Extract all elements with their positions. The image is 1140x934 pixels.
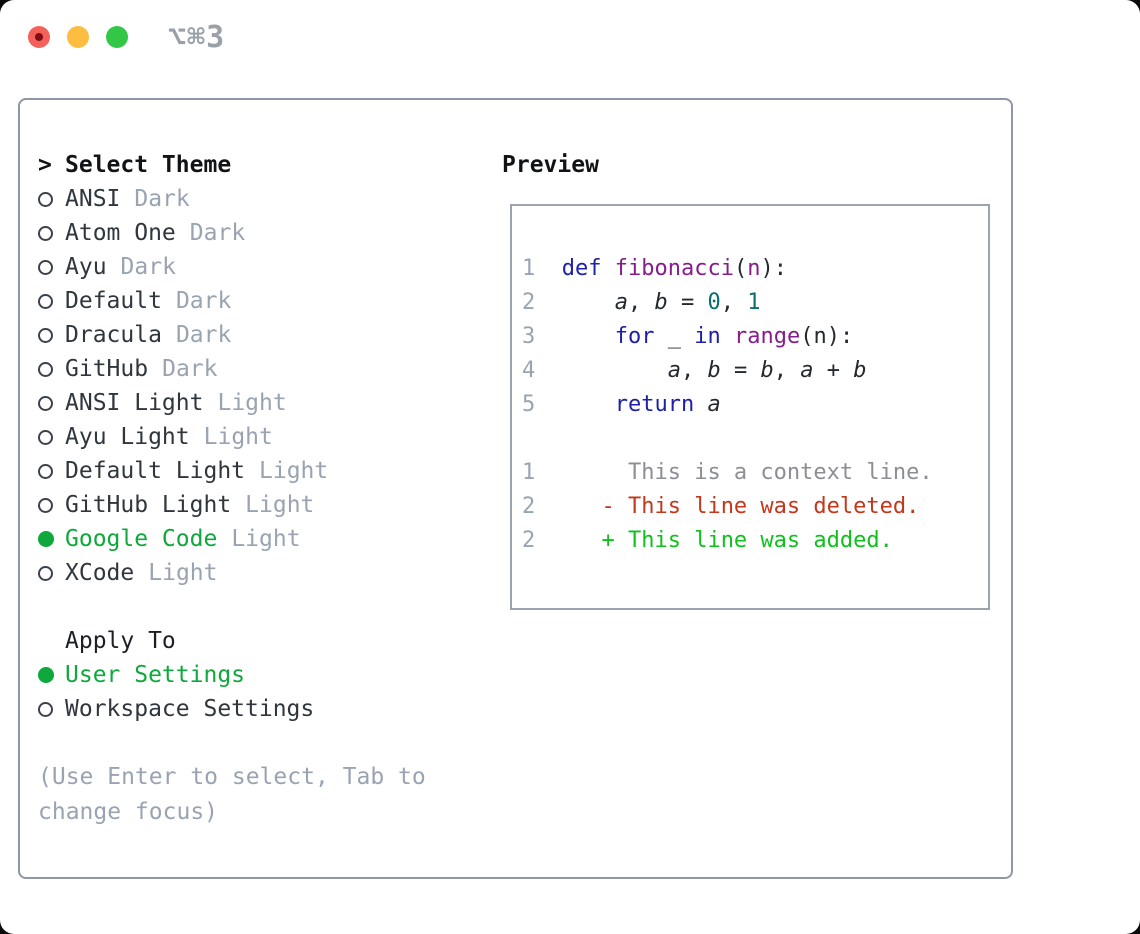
preview-code-line: 3 for _ in range(n): <box>522 324 854 349</box>
theme-option-dracula[interactable]: Dracula Dark <box>38 318 478 352</box>
diff-text: This is a context line. <box>601 460 933 485</box>
option-variant-label: Light <box>217 390 287 416</box>
theme-option-xcode[interactable]: XCode Light <box>38 556 478 590</box>
theme-option-ayu-light[interactable]: Ayu Light Light <box>38 420 478 454</box>
preview-code-line: 5 return a <box>522 392 721 417</box>
line-number: 1 <box>522 460 536 485</box>
apply-to-header: Apply To <box>38 624 478 658</box>
zoom-button[interactable] <box>106 26 128 48</box>
apply-option-workspace-settings[interactable]: Workspace Settings <box>38 692 478 726</box>
help-text: (Use Enter to select, Tab to change focus… <box>38 760 478 830</box>
spacer <box>38 590 478 624</box>
line-number: 1 <box>522 256 536 281</box>
preview-code-line: 2 a, b = 0, 1 <box>522 290 761 315</box>
help-line: (Use Enter to select, Tab to <box>38 764 426 790</box>
option-variant-label: Dark <box>175 288 232 314</box>
option-label: GitHub <box>65 356 149 382</box>
radio-unselected-icon <box>38 395 53 411</box>
option-variant-label: Light <box>259 458 329 484</box>
blank-line <box>522 422 988 456</box>
radio-unselected-icon <box>38 701 53 717</box>
line-number: 2 <box>522 290 536 315</box>
option-label: Dracula <box>65 322 162 348</box>
option-label: Ayu Light <box>65 424 190 450</box>
option-label: Atom One <box>65 220 176 246</box>
radio-unselected-icon <box>38 191 53 207</box>
preview-box: 1 def fibonacci(n): 2 a, b = 0, 1 3 for _ … <box>510 204 990 610</box>
spacer <box>38 726 478 760</box>
line-number: 2 <box>522 494 536 519</box>
option-label: Default <box>65 288 162 314</box>
option-label: XCode <box>65 560 135 586</box>
preview-code-line: 1 def fibonacci(n): <box>522 256 787 281</box>
close-button[interactable] <box>28 26 50 48</box>
theme-option-atom-one[interactable]: Atom One Dark <box>38 216 478 250</box>
preview-diff-line-deleted: 2 - This line was deleted. <box>522 490 988 524</box>
option-variant-label: Dark <box>175 322 232 348</box>
line-number: 2 <box>522 528 536 553</box>
select-theme-header: > Select Theme <box>38 148 478 182</box>
line-number: 4 <box>522 358 536 383</box>
minimize-button[interactable] <box>67 26 89 48</box>
radio-selected-icon <box>38 667 54 683</box>
option-variant-label: Dark <box>162 356 218 382</box>
option-label: Google Code <box>65 526 218 552</box>
radio-selected-icon <box>38 531 54 547</box>
theme-option-github[interactable]: GitHub Dark <box>38 352 478 386</box>
option-variant-label: Light <box>148 560 218 586</box>
theme-option-ansi-light[interactable]: ANSI Light Light <box>38 386 478 420</box>
apply-option-user-settings[interactable]: User Settings <box>38 658 478 692</box>
option-label: Workspace Settings <box>65 696 315 722</box>
option-variant-label: Light <box>245 492 315 518</box>
preview-code-line: 4 a, b = b, a + b <box>522 358 867 383</box>
radio-unselected-icon <box>38 429 53 445</box>
preview-diff-line-context: 1 This is a context line. <box>522 456 988 490</box>
line-number: 5 <box>522 392 536 417</box>
diff-text: - This line was deleted. <box>601 494 920 519</box>
radio-unselected-icon <box>38 327 53 343</box>
option-label: ANSI Light <box>65 390 204 416</box>
select-theme-title: Select Theme <box>65 152 232 178</box>
option-variant-label: Light <box>203 424 273 450</box>
preview-diff-line-added: 2 + This line was added. <box>522 524 988 558</box>
radio-unselected-icon <box>38 293 53 309</box>
option-variant-label: Dark <box>120 254 176 280</box>
radio-unselected-icon <box>38 361 53 377</box>
option-label: User Settings <box>65 662 246 688</box>
radio-unselected-icon <box>38 259 53 275</box>
help-line: change focus) <box>38 799 219 825</box>
radio-unselected-icon <box>38 565 53 581</box>
theme-option-ansi[interactable]: ANSI Dark <box>38 182 478 216</box>
focus-prompt-icon: > <box>38 152 52 178</box>
diff-text: + This line was added. <box>601 528 893 553</box>
theme-option-github-light[interactable]: GitHub Light Light <box>38 488 478 522</box>
option-label: GitHub Light <box>65 492 232 518</box>
window-title: ⌥⌘3 <box>168 20 226 55</box>
option-variant-label: Dark <box>189 220 246 246</box>
radio-unselected-icon <box>38 225 53 241</box>
theme-option-google-code[interactable]: Google Code Light <box>38 522 478 556</box>
preview-title: Preview <box>502 152 599 178</box>
radio-unselected-icon <box>38 497 53 513</box>
option-label: Ayu <box>65 254 107 280</box>
line-number: 3 <box>522 324 536 349</box>
apply-to-title: Apply To <box>65 628 176 654</box>
theme-option-default[interactable]: Default Dark <box>38 284 478 318</box>
option-variant-label: Light <box>231 526 301 552</box>
radio-unselected-icon <box>38 463 53 479</box>
theme-option-ayu[interactable]: Ayu Dark <box>38 250 478 284</box>
option-label: Default Light <box>65 458 246 484</box>
titlebar: ⌥⌘3 <box>0 0 1140 98</box>
option-label: ANSI <box>65 186 121 212</box>
option-variant-label: Dark <box>134 186 190 212</box>
theme-option-default-light[interactable]: Default Light Light <box>38 454 478 488</box>
